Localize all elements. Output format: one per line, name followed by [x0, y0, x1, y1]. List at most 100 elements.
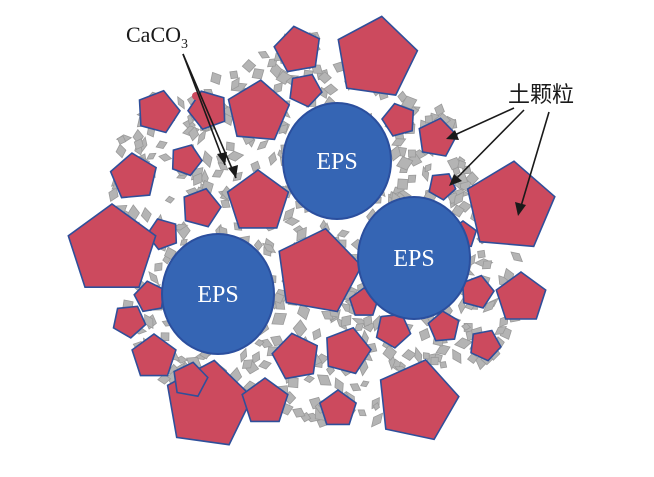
soil-particle: [67, 203, 157, 289]
caco3-crystal: [250, 160, 261, 172]
soil-particle: [289, 73, 323, 108]
caco3-crystal: [253, 239, 263, 251]
caco3-crystal: [164, 195, 176, 204]
caco3-crystal: [202, 150, 213, 169]
caco3-crystal: [108, 187, 119, 202]
caco3-crystal: [390, 144, 401, 162]
eps-label: EPS: [316, 149, 357, 175]
caco3-crystal: [133, 138, 144, 151]
caco3-crystal: [457, 159, 467, 170]
caco3-crystal: [282, 207, 295, 222]
caco3-crystal: [312, 327, 322, 341]
caco3-crystal: [177, 95, 185, 110]
soil-particle: [112, 305, 147, 339]
caco3-crystal: [297, 302, 311, 321]
arrowhead: [217, 152, 227, 165]
soil-callout: 土颗粒: [446, 83, 574, 216]
caco3-crystal: [396, 178, 409, 190]
caco3-crystal: [401, 95, 418, 110]
soil-particle: [226, 169, 290, 229]
caco3-arrow-1: [182, 53, 226, 166]
caco3-crystal: [188, 126, 200, 142]
caco3-crystal: [303, 374, 315, 384]
soil-particle: [271, 332, 319, 380]
arrowhead: [446, 130, 459, 140]
caco3-crystal: [278, 123, 289, 135]
soil-particle: [470, 329, 502, 362]
soil-particle: [495, 271, 547, 320]
caco3-crystal: [323, 83, 339, 96]
soil-arrow-3: [518, 111, 550, 214]
caco3-crystal: [287, 376, 299, 389]
eps-particle-right: EPS: [357, 196, 471, 320]
caco3-crystal: [424, 115, 433, 124]
soil-particle: [375, 313, 412, 349]
caco3-label: CaCO3: [126, 22, 188, 52]
soil-particle: [278, 227, 363, 313]
caco3-crystal: [148, 271, 160, 285]
soil-particle: [318, 389, 358, 426]
caco3-crystal: [256, 139, 269, 151]
eps-circle: [357, 196, 471, 320]
caco3-crystal: [240, 347, 248, 363]
arrowhead: [449, 174, 462, 186]
caco3-crystal: [241, 359, 253, 369]
caco3-crystal: [407, 149, 417, 158]
caco3-crystal: [452, 348, 462, 365]
caco3-crystal: [340, 314, 352, 327]
caco3-crystal: [461, 322, 472, 331]
soil-particle: [273, 25, 321, 73]
caco3-crystal: [284, 216, 301, 227]
eps-particle-left: EPS: [161, 233, 275, 355]
caco3-crystal: [210, 71, 222, 85]
caco3-crystal: [296, 226, 307, 242]
caco3-crystal: [220, 199, 231, 209]
caco3-crystal: [197, 128, 207, 146]
caco3-crystal: [271, 312, 288, 325]
caco3-crystal: [317, 71, 332, 84]
soil-particle: [427, 310, 460, 342]
caco3-crystal: [193, 172, 203, 186]
soil-particle: [138, 89, 181, 134]
caco3-crystal: [258, 359, 272, 370]
caco3-crystal: [230, 77, 240, 91]
caco3-crystal: [424, 163, 432, 173]
caco3-crystal: [158, 153, 173, 162]
eps-circle: [161, 233, 275, 355]
caco3-crystal: [494, 326, 507, 335]
soil-particle: [171, 144, 203, 177]
soil-particle: [131, 333, 177, 377]
caco3-crystal: [434, 103, 445, 117]
soil-particle: [183, 187, 222, 228]
eps-particle-top: EPS: [282, 102, 392, 220]
eps-label: EPS: [197, 282, 238, 308]
soil-particles-label: 土颗粒: [508, 83, 574, 108]
caco3-crystal: [482, 299, 497, 313]
caco3-crystal: [382, 344, 397, 361]
caco3-crystal: [357, 409, 367, 417]
caco3-crystal: [116, 135, 127, 145]
caco3-crystal: [439, 361, 448, 369]
soil-particle: [227, 79, 291, 141]
caco3-crystal: [229, 70, 239, 80]
caco3-crystal: [396, 156, 414, 171]
caco3-crystal: [467, 352, 479, 365]
soil-particle: [466, 160, 556, 248]
soil-particle: [337, 15, 419, 96]
caco3-crystal: [360, 380, 370, 388]
arrowhead: [228, 165, 238, 178]
caco3-crystal: [349, 383, 362, 392]
caco3-crystal: [401, 348, 417, 362]
soil-particles: [67, 15, 556, 446]
caco3-crystal: [481, 260, 493, 270]
soil-particle: [109, 152, 158, 199]
soil-arrow-1: [447, 107, 515, 139]
eps-particles: EPS EPS EPS: [161, 102, 471, 355]
soil-particle: [381, 102, 415, 137]
soil-particle: [326, 326, 372, 375]
soil-particle: [241, 377, 289, 423]
arrowhead: [515, 202, 526, 216]
caco3-crystal: [371, 412, 384, 428]
caco3-crystal: [477, 249, 486, 259]
